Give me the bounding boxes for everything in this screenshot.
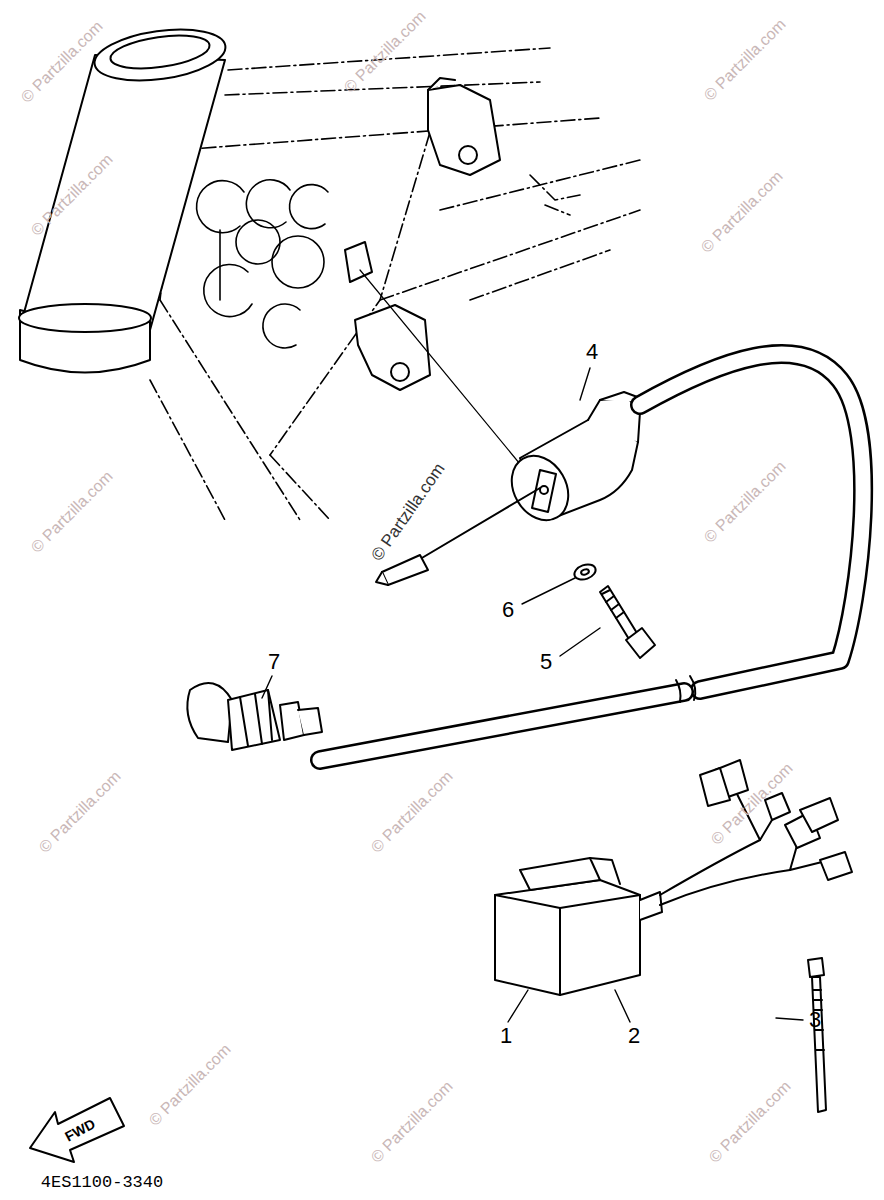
callout-number: 3 [809,1009,821,1031]
callout-number: 7 [268,651,280,673]
watermark: © Partzilla.com [28,468,116,556]
callout-number: 5 [540,651,552,673]
wire-connectors [700,760,852,880]
watermark: © Partzilla.com [368,768,456,856]
watermark: © Partzilla.com [706,1078,794,1166]
watermark: © Partzilla.com [368,460,448,564]
callout-number: 1 [500,1025,512,1047]
watermark: © Partzilla.com [368,1078,456,1166]
watermark: © Partzilla.com [36,768,124,856]
watermark: © Partzilla.com [698,168,786,256]
gusset-holes [197,180,328,348]
cdi-unit [495,790,830,995]
callout-number: 6 [502,599,514,621]
watermark: © Partzilla.com [701,458,789,546]
forward-arrow [30,1098,124,1162]
high-tension-cable [320,354,863,760]
leader-line [262,368,803,1022]
frame-outline [150,48,640,520]
diagram-code: 4ES1100-3340 [41,1174,163,1191]
bolt [600,586,655,658]
frame-bracket [345,78,500,390]
cable-tie [808,958,826,1112]
callout-number: 2 [628,1025,640,1047]
watermark: © Partzilla.com [701,16,789,104]
watermark: © Partzilla.com [341,8,429,96]
plug-cap [187,683,322,750]
washer [572,562,597,583]
callout-number: 4 [586,341,598,363]
watermark: © Partzilla.com [146,1041,234,1129]
